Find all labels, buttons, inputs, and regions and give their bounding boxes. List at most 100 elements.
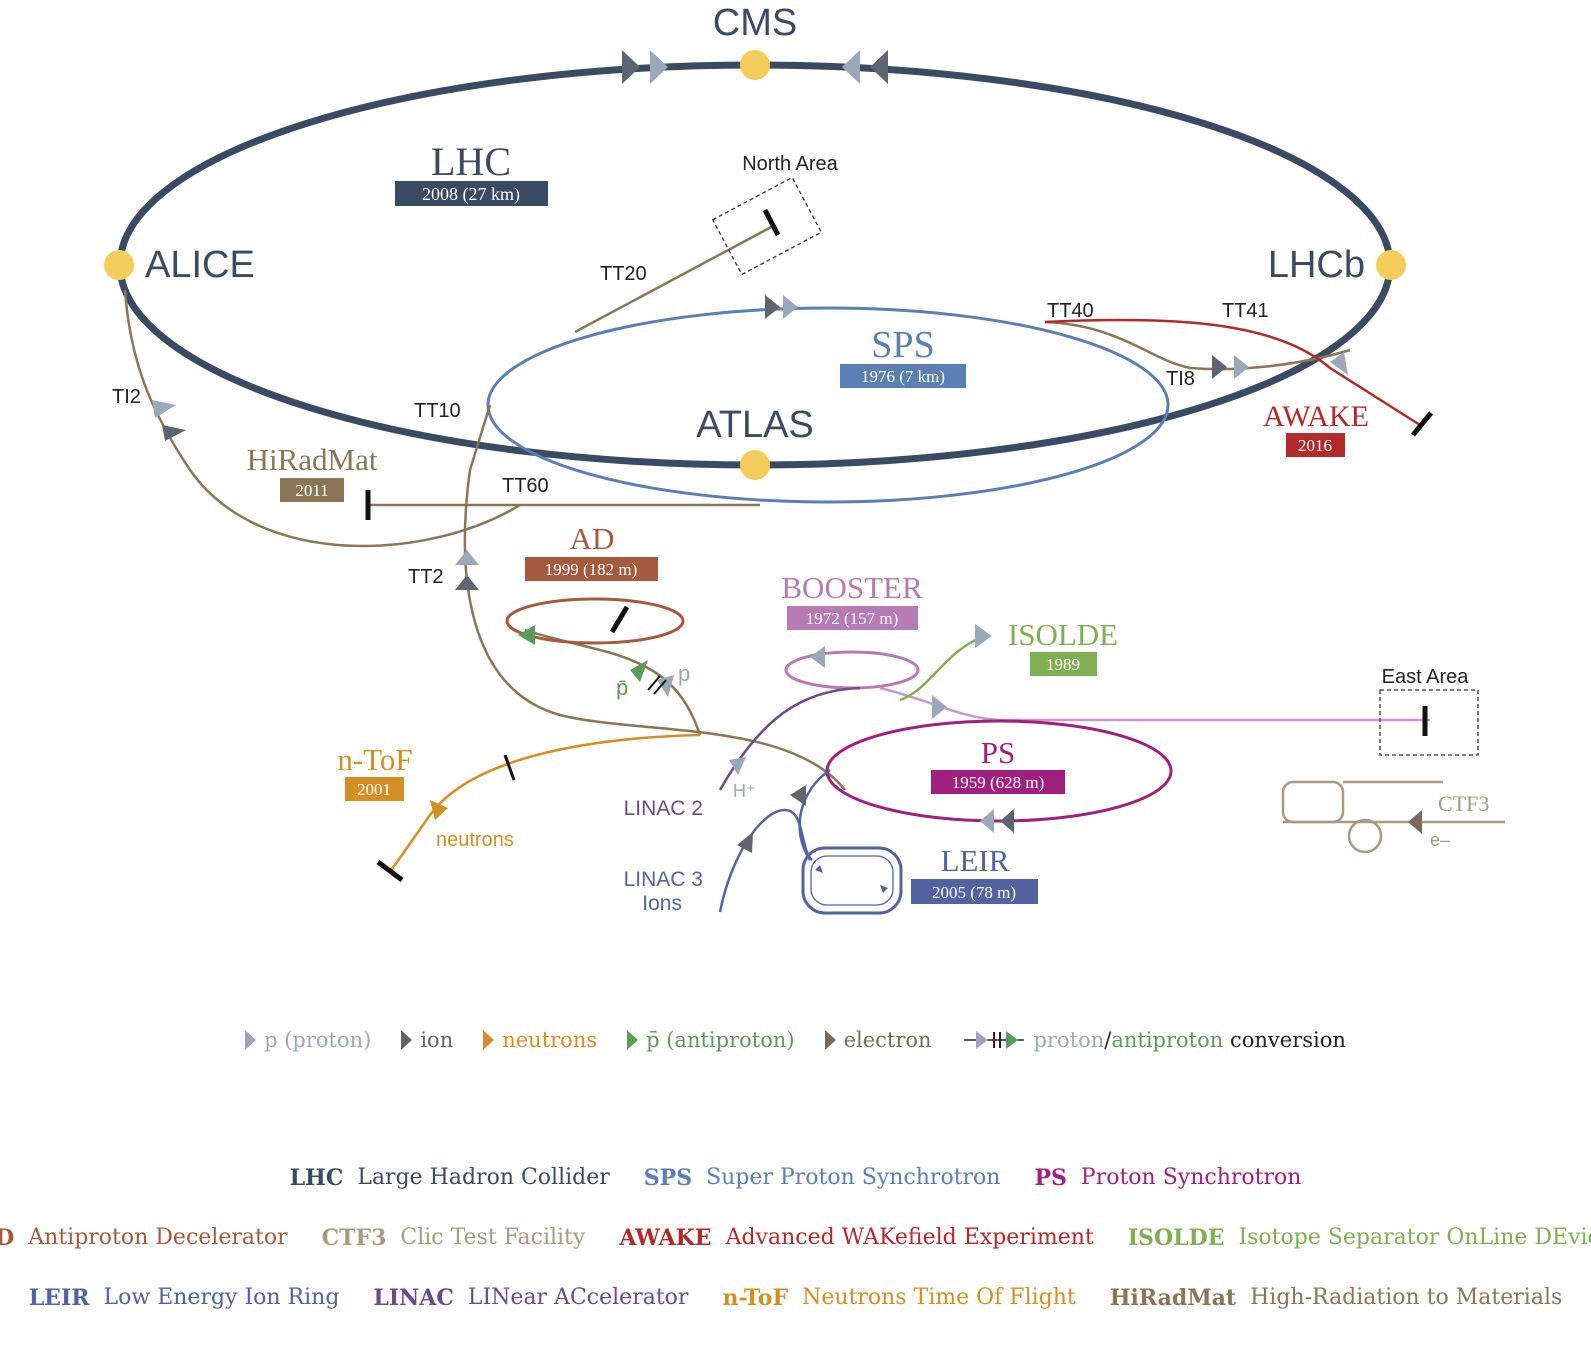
hiradmat-badge bbox=[280, 478, 344, 502]
isolde-badge-text: 1989 bbox=[1046, 655, 1080, 674]
ion-arrow bbox=[1000, 809, 1014, 833]
leir-to-ps-line bbox=[798, 768, 831, 861]
ion-arrow bbox=[790, 785, 806, 806]
abbreviation-entry: LHC Large Hadron Collider bbox=[290, 1165, 610, 1191]
ion-arrow bbox=[1212, 355, 1227, 379]
sps-badge-text: 1976 (7 km) bbox=[861, 367, 945, 386]
leir-badge bbox=[911, 879, 1038, 904]
proton-arrow bbox=[810, 646, 825, 668]
lhc-badge-text: 2008 (27 km) bbox=[422, 184, 520, 205]
proton-arrow bbox=[152, 400, 176, 418]
particle-legend: p (proton) ion neutrons p̄ (antiproton) … bbox=[0, 1028, 1591, 1052]
north-area bbox=[711, 176, 823, 276]
abbreviation-long: Clic Test Facility bbox=[400, 1225, 586, 1250]
legend-proton: p (proton) bbox=[245, 1028, 371, 1052]
ion-arrow bbox=[737, 832, 753, 853]
proton-arrow bbox=[729, 757, 746, 775]
neutrons-label: neutrons bbox=[436, 829, 514, 851]
abbreviation-long: Low Energy Ion Ring bbox=[103, 1285, 340, 1310]
proton-arrow bbox=[455, 550, 479, 565]
ntof-line bbox=[388, 733, 701, 873]
accelerator-complex-diagram: CMS ALICE LHCb ATLAS LHC 2008 (27 km) SP… bbox=[104, 2, 1505, 915]
atlas-label: ATLAS bbox=[696, 404, 814, 446]
conversion-arrow-icon bbox=[962, 1029, 1026, 1051]
isolde-label: ISOLDE bbox=[1008, 617, 1118, 652]
proton-arrow bbox=[650, 50, 668, 84]
awake-line bbox=[1044, 318, 1421, 427]
cms-dot bbox=[740, 50, 770, 80]
abbreviation-short: ISOLDE bbox=[1127, 1225, 1225, 1251]
alice-label: ALICE bbox=[145, 244, 255, 286]
ion-arrow bbox=[622, 50, 640, 84]
abbreviation-long: Proton Synchrotron bbox=[1080, 1165, 1302, 1190]
ps-badge-text: 1959 (628 m) bbox=[952, 773, 1045, 792]
ad-line bbox=[524, 628, 702, 736]
legend-conversion: proton/antiproton conversion bbox=[962, 1028, 1346, 1052]
booster-label: BOOSTER bbox=[781, 570, 923, 605]
linac3-line bbox=[718, 808, 813, 913]
awake-label: AWAKE bbox=[1263, 400, 1369, 433]
tt40-label: TT40 bbox=[1047, 300, 1094, 322]
cms-label: CMS bbox=[713, 2, 797, 44]
proton-arrow bbox=[657, 675, 674, 697]
tt20-line bbox=[574, 223, 776, 334]
proton-arrow bbox=[980, 809, 994, 833]
h-plus-label: H⁺ bbox=[733, 781, 756, 801]
legend-ion: ion bbox=[401, 1028, 453, 1052]
ion-arrow bbox=[162, 425, 186, 441]
booster-ring bbox=[784, 650, 920, 690]
tt10-label: TT10 bbox=[414, 400, 461, 422]
leir-badge-text: 2005 (78 m) bbox=[932, 883, 1016, 902]
antiproton-arrow bbox=[518, 625, 535, 645]
leir-label: LEIR bbox=[941, 843, 1010, 878]
ntof-badge bbox=[345, 777, 404, 801]
legend-electron: electron bbox=[824, 1028, 932, 1052]
lhcb-dot bbox=[1376, 250, 1406, 280]
isolde-line bbox=[899, 634, 986, 702]
proton-arrow bbox=[975, 624, 992, 648]
ion-arrow bbox=[765, 295, 780, 319]
linac3-label: LINAC 3 bbox=[624, 868, 703, 891]
abbreviation-long: Isotope Separator OnLine DEvice bbox=[1238, 1225, 1591, 1250]
proton-arrow bbox=[1234, 355, 1249, 379]
abbreviation-short: LINAC bbox=[373, 1285, 454, 1311]
abbreviation-entry: ISOLDE Isotope Separator OnLine DEvice bbox=[1128, 1225, 1591, 1251]
abbreviation-short: n-ToF bbox=[722, 1285, 789, 1311]
p-label: p bbox=[678, 661, 690, 686]
ad-badge bbox=[525, 557, 658, 581]
ti8-label: TI8 bbox=[1166, 368, 1195, 390]
ctf3-facility bbox=[1281, 780, 1505, 854]
ps-badge bbox=[931, 770, 1065, 794]
sps-label: SPS bbox=[871, 324, 934, 366]
proton-arrow-icon bbox=[245, 1030, 257, 1050]
ti2-label: TI2 bbox=[112, 386, 141, 408]
abbreviation-long: Large Hadron Collider bbox=[357, 1165, 610, 1190]
proton-arrow bbox=[783, 295, 798, 319]
ad-ring bbox=[505, 597, 685, 645]
lhc-badge bbox=[395, 181, 548, 206]
ti2-line bbox=[123, 289, 521, 548]
sps-ring bbox=[486, 306, 1170, 504]
lhc-label: LHC bbox=[431, 139, 511, 184]
east-area bbox=[1379, 689, 1479, 756]
ps-label: PS bbox=[981, 735, 1015, 770]
abbreviation-short: LHC bbox=[289, 1165, 344, 1191]
leir-ring bbox=[801, 846, 903, 915]
tt60-label: TT60 bbox=[502, 475, 549, 497]
awake-badge-text: 2016 bbox=[1298, 436, 1332, 455]
ntof-dump bbox=[376, 860, 404, 882]
booster-to-east-line bbox=[879, 686, 1430, 722]
proton-arrow bbox=[932, 695, 947, 719]
ad-badge-text: 1999 (182 m) bbox=[545, 560, 638, 579]
ntof-badge-text: 2001 bbox=[357, 780, 391, 799]
booster-badge-text: 1972 (157 m) bbox=[806, 609, 899, 628]
